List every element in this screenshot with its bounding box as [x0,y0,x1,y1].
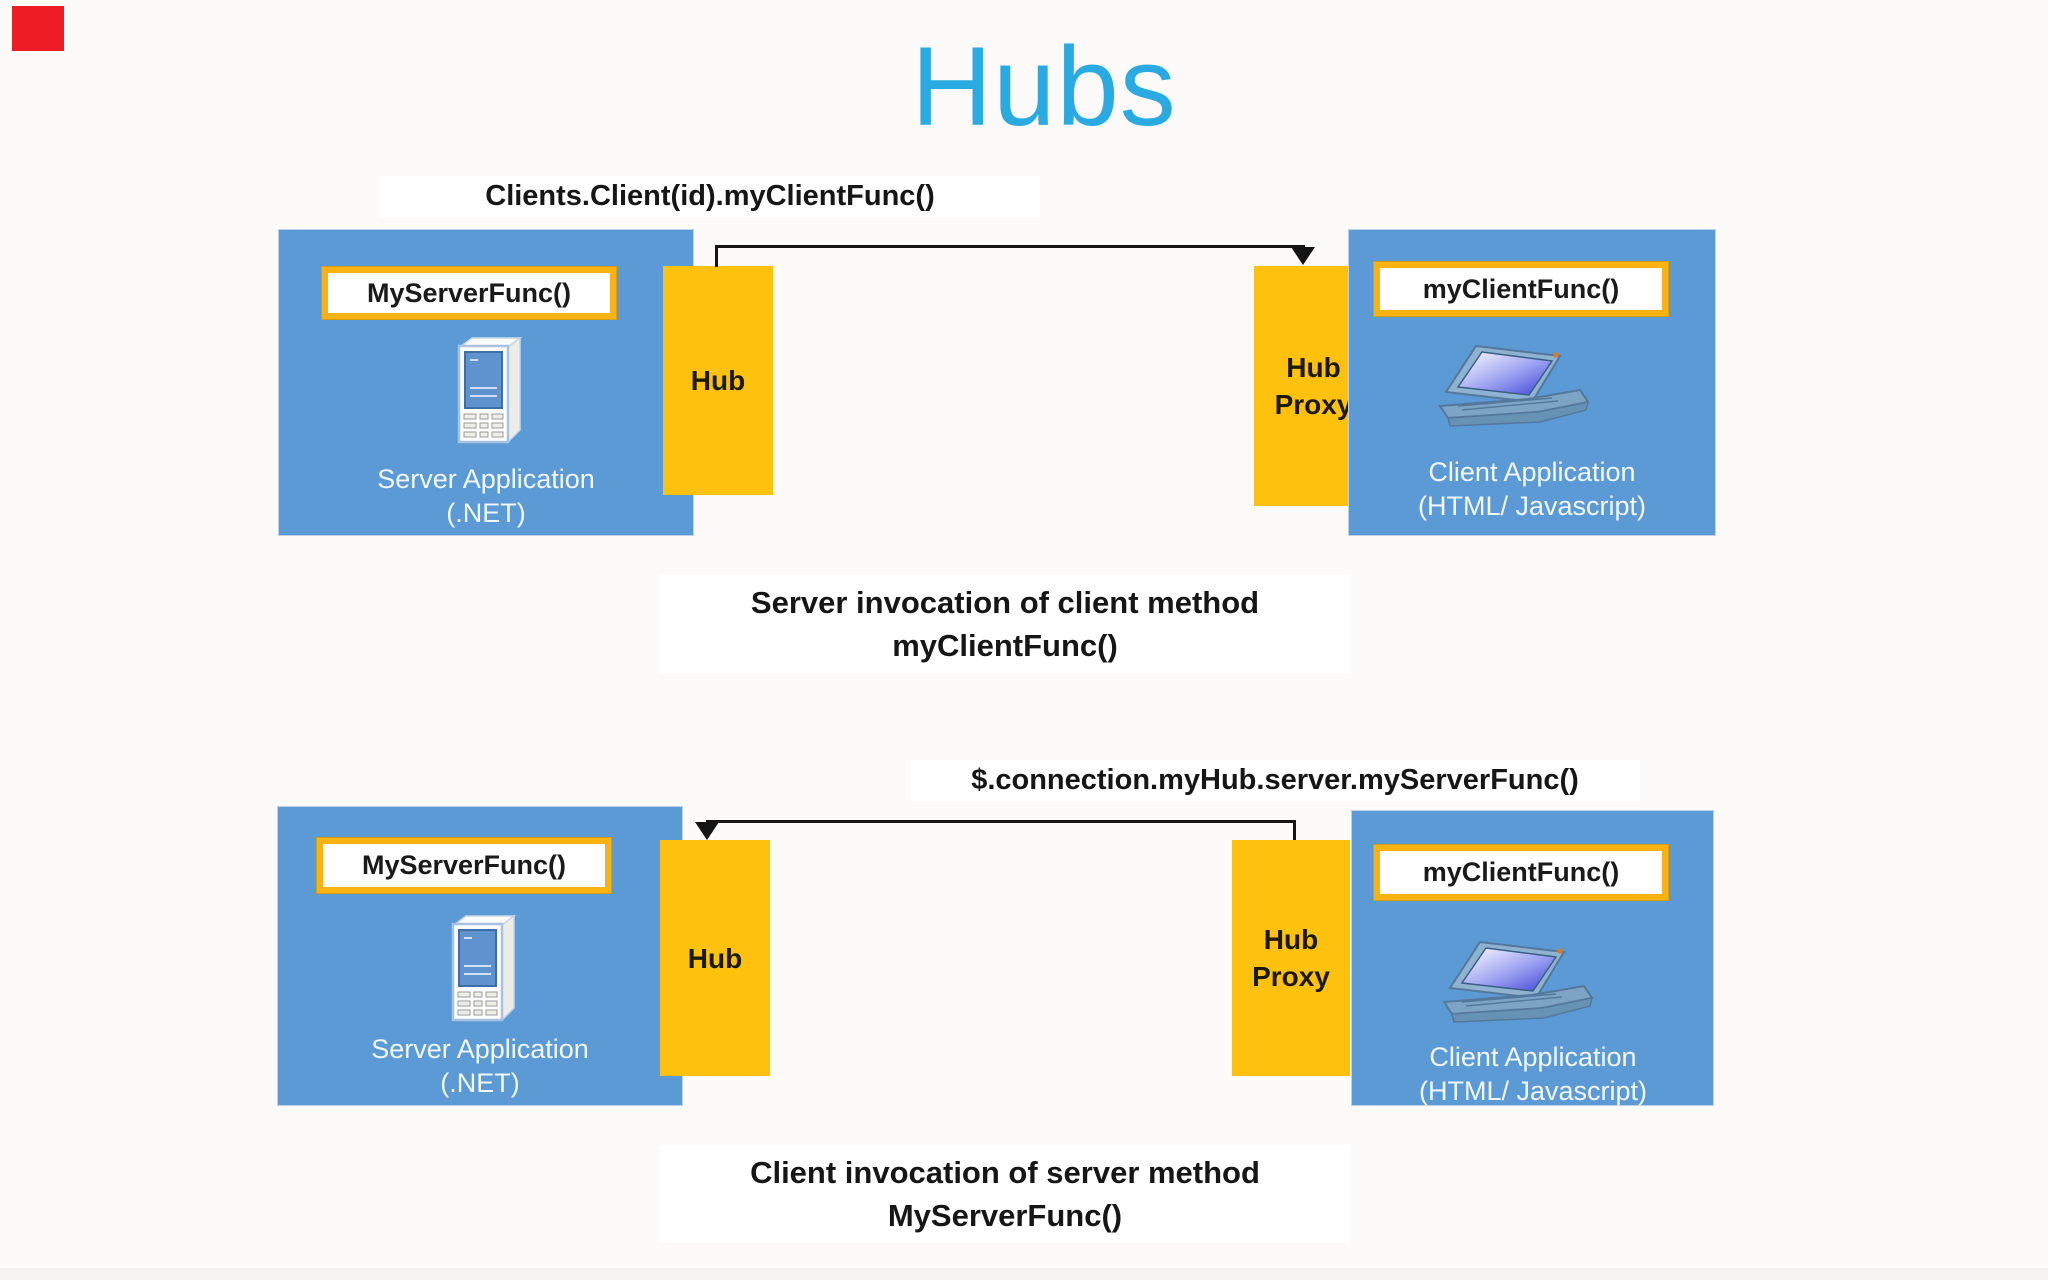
client-app-line2: (HTML/ Javascript) [1417,491,1647,521]
hub-proxy-box: Hub Proxy [1232,840,1350,1076]
client-func-label-text: myClientFunc() [1422,857,1620,887]
server-func-label: MyServerFunc() [322,267,616,319]
client-func-label: myClientFunc() [1374,845,1668,900]
server-func-label: MyServerFunc() [317,838,611,893]
client-app-caption: Client Application (HTML/ Javascript) [1352,1040,1714,1108]
server-icon [457,336,523,444]
client-app-caption: Client Application (HTML/ Javascript) [1350,455,1714,523]
hub-box: Hub [660,840,770,1076]
laptop-icon [1442,940,1594,1023]
laptop-icon [1438,344,1590,427]
hub-proxy-line2: Proxy [1274,389,1353,420]
hub-label: Hub [690,365,746,396]
server-func-label-text: MyServerFunc() [366,277,572,308]
client-app-line1: Client Application [1428,457,1636,487]
flow-arrow-segment [1293,820,1296,841]
recording-marker [12,6,64,51]
caption-line1: Client invocation of server method [750,1155,1260,1190]
server-app-caption: Server Application (.NET) [282,1032,678,1100]
client-func-label-text: myClientFunc() [1422,273,1620,304]
caption-line1: Server invocation of client method [750,585,1260,620]
server-app-line1: Server Application [371,1034,589,1064]
flow-arrow-segment [715,245,718,267]
flow-arrow-segment [706,820,1296,823]
caption-line2: myClientFunc() [892,628,1118,663]
server-app-line2: (.NET) [440,1068,520,1098]
server-app-line2: (.NET) [446,498,526,528]
bottom-edge-strip [0,1268,2048,1280]
page-title: Hubs [911,24,1177,149]
server-icon [451,914,517,1022]
hub-proxy-line1: Hub [1263,924,1319,955]
caption-line2: MyServerFunc() [887,1198,1123,1233]
diagram-caption: Server invocation of client method myCli… [660,575,1350,673]
flow-arrow-segment [715,245,1305,248]
hub-box: Hub [663,266,773,495]
server-func-label-text: MyServerFunc() [361,850,567,880]
call-label: $.connection.myHub.server.myServerFunc() [910,760,1640,801]
hub-label: Hub [687,942,743,974]
client-app-line1: Client Application [1429,1042,1637,1072]
hub-proxy-line2: Proxy [1252,961,1330,992]
flow-arrow-head [1291,247,1315,265]
flow-arrow-head [695,822,719,840]
server-app-line1: Server Application [377,464,595,494]
call-label: Clients.Client(id).myClientFunc() [380,176,1040,217]
client-app-line2: (HTML/ Javascript) [1418,1076,1648,1106]
server-app-caption: Server Application (.NET) [288,462,684,530]
diagram-caption: Client invocation of server method MySer… [660,1145,1350,1243]
client-func-label: myClientFunc() [1374,262,1668,316]
hub-proxy-line1: Hub [1286,352,1341,383]
